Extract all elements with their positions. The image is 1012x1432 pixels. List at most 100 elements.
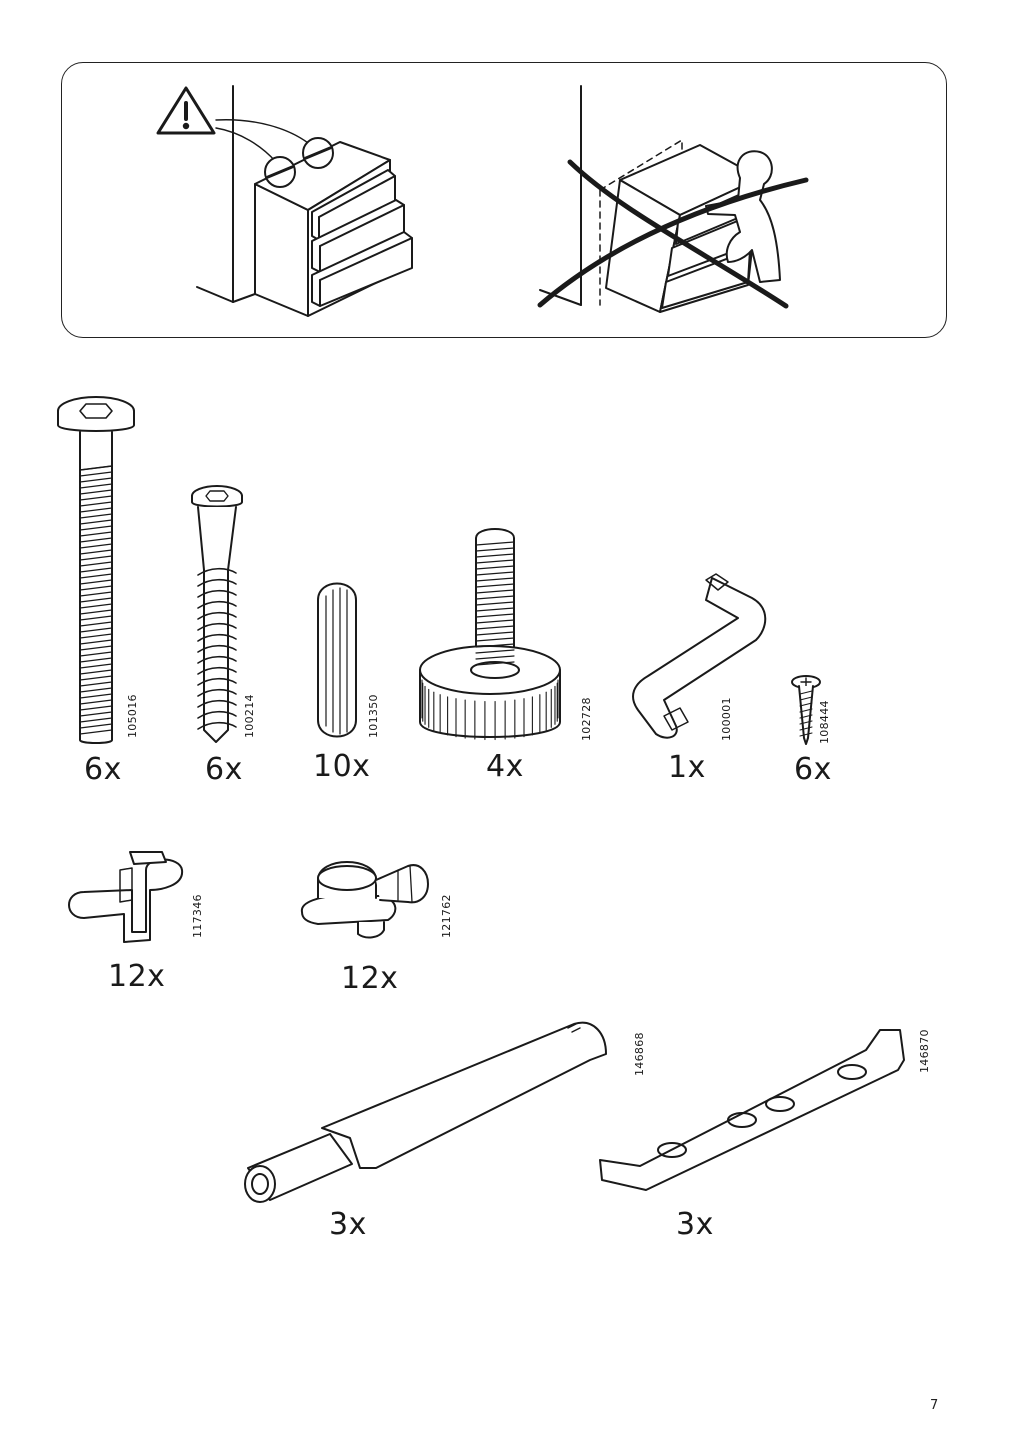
allen-key-icon — [632, 573, 767, 739]
drawer-stop-icon — [68, 851, 184, 943]
bolt-thread-line — [79, 651, 113, 657]
bolt-thread-line — [79, 537, 113, 543]
bolt-thread-line — [79, 609, 113, 615]
bolt-thread-line — [79, 525, 113, 531]
bolt-thread-line — [79, 663, 113, 669]
screw-thread-line — [197, 721, 237, 730]
push-opener-icon — [244, 1021, 607, 1203]
bolt-thread-line — [79, 573, 113, 579]
bolt-thread-line — [79, 591, 113, 597]
foot-thread-line — [475, 637, 515, 642]
part-number-121762: 121762 — [440, 894, 453, 938]
small-screw-thread-line — [799, 708, 813, 713]
bolt-thread-line — [79, 657, 113, 663]
part-number-101350: 101350 — [367, 694, 380, 738]
screw-thread-line — [197, 699, 237, 708]
bolt-thread-line — [79, 471, 113, 477]
foot-thread-line — [475, 559, 515, 564]
bolt-thread-line — [79, 705, 113, 711]
foot-thread-line — [475, 601, 515, 606]
qty-146870: 3x — [676, 1207, 714, 1242]
screw-thread-line — [197, 688, 237, 697]
screw-thread-line — [197, 600, 237, 609]
qty-100214: 6x — [205, 752, 243, 787]
small-screw-thread-line — [799, 702, 813, 707]
screw-thread-line — [197, 666, 237, 675]
screw-thread-line — [197, 567, 237, 576]
small-screw-thread-line — [799, 714, 813, 719]
foot-thread-line — [475, 631, 515, 636]
bolt-thread-line — [79, 477, 113, 483]
bolt-thread-line — [79, 675, 113, 681]
bolt-thread-line — [79, 495, 113, 501]
bolt-thread-line — [79, 483, 113, 489]
foot-thread-line — [475, 625, 515, 630]
part-number-102728: 102728 — [580, 697, 593, 741]
cam-lock-icon — [300, 861, 429, 939]
mounting-plate-icon — [599, 1029, 905, 1191]
bolt-thread-line — [79, 501, 113, 507]
bolt-thread-line — [79, 633, 113, 639]
part-number-108444: 108444 — [818, 700, 831, 744]
foot-thread-line — [475, 541, 515, 546]
bolt-thread-line — [79, 699, 113, 705]
qty-101350: 10x — [313, 749, 371, 784]
bolt-thread-line — [79, 687, 113, 693]
part-number-100001: 100001 — [720, 697, 733, 741]
foot-thread-line — [475, 571, 515, 576]
screw-thread-line — [197, 677, 237, 686]
qty-117346: 12x — [108, 959, 166, 994]
bolt-thread-line — [79, 717, 113, 723]
foot-thread-line — [475, 565, 515, 570]
foot-thread-line — [475, 553, 515, 558]
part-number-117346: 117346 — [191, 894, 204, 938]
qty-108444: 6x — [794, 752, 832, 787]
qty-105016: 6x — [84, 752, 122, 787]
bolt-thread-line — [79, 465, 113, 471]
bolt-thread-line — [79, 549, 113, 555]
bolt-thread-line — [79, 519, 113, 525]
foot-thread-line — [475, 649, 515, 654]
bolt-thread-line — [79, 669, 113, 675]
small-screw-thread-line — [799, 720, 813, 725]
bolt-thread-line — [79, 531, 113, 537]
screw-thread-line — [197, 578, 237, 587]
bolt-thread-line — [79, 555, 113, 561]
qty-102728: 4x — [486, 749, 524, 784]
bolt-thread-line — [79, 729, 113, 735]
foot-thread-line — [475, 589, 515, 594]
page-number: 7 — [930, 1398, 939, 1413]
adjustable-foot-icon — [419, 528, 561, 738]
small-screw-thread-line — [799, 726, 813, 731]
foot-thread-line — [475, 613, 515, 618]
foot-thread-line — [475, 595, 515, 600]
bolt-thread-line — [79, 507, 113, 513]
bolt-thread-line — [79, 513, 113, 519]
small-screw-thread-line — [799, 690, 813, 695]
screw-thread-line — [197, 644, 237, 653]
part-number-100214: 100214 — [243, 694, 256, 738]
safety-warning-panel — [61, 62, 947, 338]
bolt-thread-line — [79, 681, 113, 687]
foot-thread-line — [475, 619, 515, 624]
bolt-thread-line — [79, 627, 113, 633]
bolt-thread-line — [79, 723, 113, 729]
bolt-thread-line — [79, 489, 113, 495]
bolt-thread-line — [79, 543, 113, 549]
qty-100001: 1x — [668, 750, 706, 785]
bolt-thread-line — [79, 639, 113, 645]
part-number-105016: 105016 — [126, 694, 139, 738]
anchored-dresser-illustration — [196, 85, 413, 317]
bolt-thread-line — [79, 711, 113, 717]
bolt-thread-line — [79, 603, 113, 609]
small-screw-thread-line — [799, 696, 813, 701]
qty-146868: 3x — [329, 1207, 367, 1242]
screw-thread-line — [197, 589, 237, 598]
bolt-thread-line — [79, 597, 113, 603]
foot-thread-line — [475, 655, 515, 660]
screw-thread-line — [197, 611, 237, 620]
bolt-thread-line — [79, 645, 113, 651]
foot-thread-line — [475, 583, 515, 588]
screw-thread-line — [197, 710, 237, 719]
